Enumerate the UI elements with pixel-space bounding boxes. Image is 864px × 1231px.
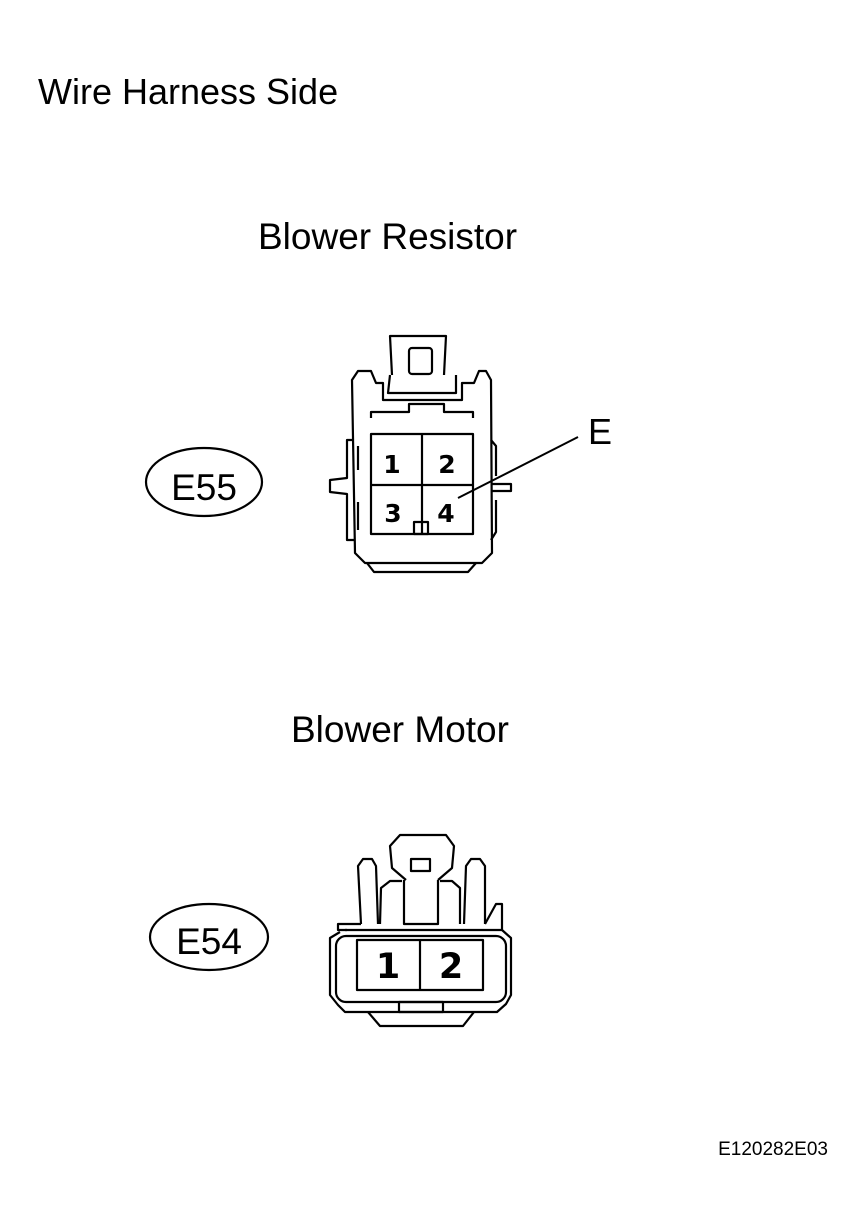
resistor-pin-2: 2 <box>438 450 455 479</box>
resistor-pin-3: 3 <box>384 499 401 528</box>
resistor-pin-4: 4 <box>437 499 454 528</box>
blower-motor-title: Blower Motor <box>291 709 509 750</box>
motor-pin-1: 1 <box>376 947 400 987</box>
e55-code-label: E55 <box>171 467 237 508</box>
callout-leader-line <box>457 436 579 499</box>
blower-resistor-title: Blower Resistor <box>258 216 518 257</box>
motor-latch <box>388 833 456 881</box>
resistor-housing <box>350 369 494 565</box>
e55-code-badge: E55 <box>144 446 264 518</box>
e54-code-badge: E54 <box>148 902 270 972</box>
e54-code-label: E54 <box>176 921 242 962</box>
page-heading: Wire Harness Side <box>38 71 339 112</box>
figure-code: E120282E03 <box>718 1139 828 1160</box>
motor-pin-2: 2 <box>439 947 463 987</box>
blower-motor-connector: 1 2 <box>328 833 513 1028</box>
resistor-pin-1: 1 <box>383 450 400 479</box>
callout-label: E <box>588 411 612 452</box>
blower-resistor-connector: 1 2 3 4 <box>328 334 513 574</box>
resistor-latch <box>388 334 448 376</box>
motor-housing <box>328 928 513 1014</box>
